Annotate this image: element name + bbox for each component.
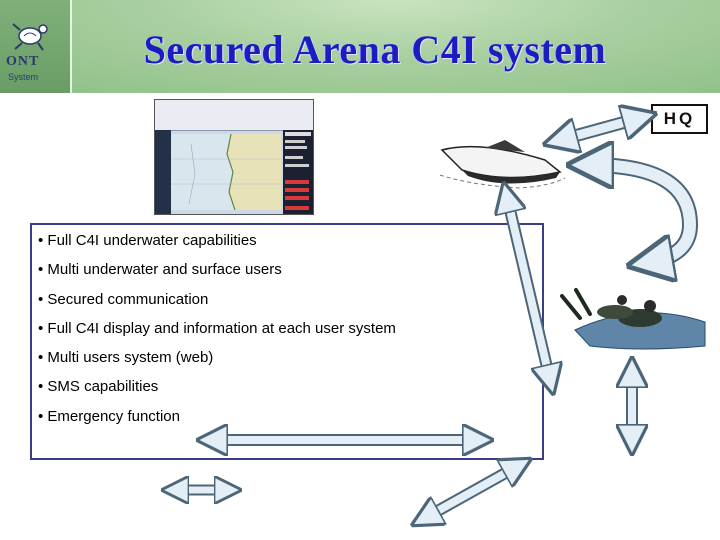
diver-sled-image xyxy=(556,282,706,360)
speedboat-image xyxy=(440,140,572,188)
